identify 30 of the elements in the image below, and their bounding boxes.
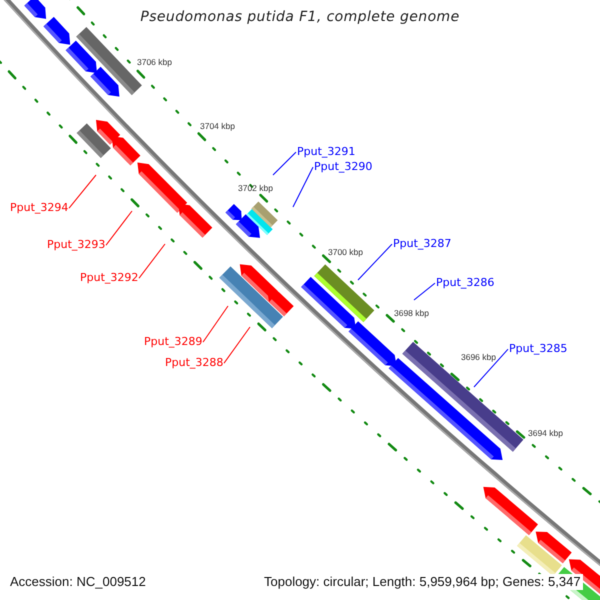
leader-line xyxy=(138,244,166,279)
leader-line xyxy=(68,174,96,209)
leader-line xyxy=(106,210,132,246)
scale-label: 3696 kbp xyxy=(461,352,496,363)
accession-text: Accession: NC_009512 xyxy=(8,574,148,590)
gene-label: Pput_3291 xyxy=(297,145,356,158)
gene-label: Pput_3286 xyxy=(436,276,494,289)
leader-line xyxy=(272,152,296,176)
leader-line xyxy=(202,306,228,343)
gene-label: Pput_3289 xyxy=(144,335,202,348)
leader-line xyxy=(292,166,314,208)
genome-summary-text: Topology: circular; Length: 5,959,964 bp; Genes: 5,347 xyxy=(262,574,583,590)
scale-label: 3694 kbp xyxy=(528,428,563,439)
scale-label: 3700 kbp xyxy=(328,247,363,258)
leader-line xyxy=(414,282,436,300)
leader-line xyxy=(224,326,250,364)
scale-label: 3702 kbp xyxy=(238,183,273,194)
gene-label: Pput_3288 xyxy=(165,356,224,369)
gene-label: Pput_3293 xyxy=(47,238,106,251)
gene-label: Pput_3294 xyxy=(10,201,68,214)
gene-label: Pput_3287 xyxy=(393,237,452,250)
scale-label: 3704 kbp xyxy=(200,121,235,132)
leader-line xyxy=(474,348,508,388)
gene-label: Pput_3292 xyxy=(80,271,138,284)
gene-label: Pput_3285 xyxy=(509,342,568,355)
gene-label: Pput_3290 xyxy=(314,160,372,173)
scale-label: 3698 kbp xyxy=(394,308,429,319)
diagram-title: Pseudomonas putida F1, complete genome xyxy=(139,9,461,25)
leader-line xyxy=(358,244,392,280)
scale-label: 3706 kbp xyxy=(137,57,172,68)
